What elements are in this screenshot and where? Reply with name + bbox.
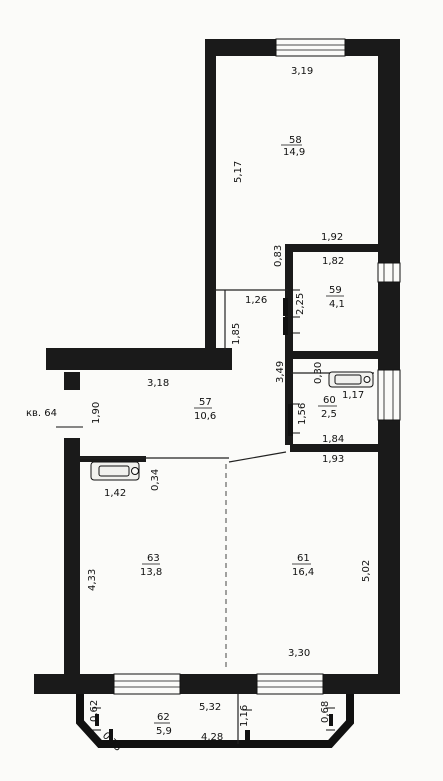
room-63-area: 13,8 — [140, 567, 162, 578]
windows — [113, 38, 401, 695]
bottom-window-left — [113, 673, 181, 695]
dimension-3-18: 3,18 — [147, 378, 169, 389]
dimension-3-49: 3,49 — [275, 361, 286, 383]
bathroom-top-wall — [290, 244, 378, 252]
dimension-3-19: 3,19 — [291, 66, 313, 77]
kitchen-faucet — [131, 467, 139, 475]
dimension-1-56: 1,56 — [297, 403, 308, 425]
dimension-1-92: 1,92 — [321, 232, 343, 243]
left-upper-horizontal-wall — [46, 348, 232, 370]
room-63-number: 63 — [147, 553, 160, 564]
inner-vertical-wall-right — [285, 244, 293, 445]
wc-bottom-wall — [290, 444, 378, 452]
dimension-1-26: 1,26 — [245, 295, 267, 306]
dimension-0-30: 0,30 — [313, 362, 324, 384]
balcony — [76, 694, 354, 748]
room-labels: 58 14,9 59 4,1 60 2,5 57 10,6 63 13,8 61… — [140, 135, 345, 737]
dimension-4-28: 4,28 — [201, 732, 223, 743]
dimension-5-02: 5,02 — [361, 560, 372, 582]
wc-sink-bowl — [334, 374, 362, 385]
apartment-label: кв. 64 — [26, 408, 57, 419]
wall-markers — [95, 298, 333, 742]
room-58-area: 14,9 — [283, 147, 305, 158]
inner-vertical-wall-left — [205, 39, 216, 352]
right-window-lower — [377, 369, 401, 421]
dimension-0-62: 0,62 — [89, 700, 100, 722]
left-upper-wall-stub — [64, 372, 80, 390]
room-59-number: 59 — [329, 285, 342, 296]
dimension-1-84: 1,84 — [322, 434, 344, 445]
bathroom-bottom-wall — [290, 351, 378, 359]
outer-walls — [34, 39, 400, 694]
dimension-ticks — [92, 289, 335, 745]
dimension-1-17: 1,17 — [342, 390, 364, 401]
dimension-1-93: 1,93 — [322, 454, 344, 465]
dimension-labels: 3,19 5,17 1,92 0,83 1,82 1,26 2,25 1,85 … — [26, 66, 372, 754]
bottom-wall-center — [180, 674, 257, 694]
door-swing-line — [228, 451, 287, 463]
right-window-upper — [377, 262, 401, 283]
room-60-area: 2,5 — [321, 409, 337, 420]
room-58-number: 58 — [289, 135, 302, 146]
dimension-1-82: 1,82 — [322, 256, 344, 267]
room-61-number: 61 — [297, 553, 310, 564]
right-wall-mid — [378, 282, 400, 370]
fixtures — [90, 371, 374, 481]
top-wall-left-segment — [212, 39, 276, 56]
dimension-0-68: 0,68 — [320, 701, 331, 723]
dimension-1-42: 1,42 — [104, 488, 126, 499]
kitchen-upper-wall — [80, 456, 146, 462]
balcony-outline — [76, 694, 354, 748]
right-wall-bottom — [378, 420, 400, 694]
bottom-window-right — [256, 673, 324, 695]
dimension-3-30: 3,30 — [288, 648, 310, 659]
room-60-number: 60 — [323, 395, 336, 406]
dimension-0-34: 0,34 — [150, 469, 161, 491]
dimension-4-33: 4,33 — [87, 569, 98, 591]
dimension-2-25: 2,25 — [295, 293, 306, 315]
dimension-1-16: 1,16 — [239, 705, 250, 727]
room-62-number: 62 — [157, 712, 170, 723]
bottom-wall-left — [80, 674, 114, 694]
left-lower-wall — [64, 438, 80, 674]
room-57-number: 57 — [199, 397, 212, 408]
dimension-1-90: 1,90 — [91, 402, 102, 424]
wc-faucet — [363, 376, 371, 383]
room-61-area: 16,4 — [292, 567, 314, 578]
right-wall-top — [378, 39, 400, 263]
room-62-area: 5,9 — [156, 726, 172, 737]
room-59-area: 4,1 — [329, 299, 345, 310]
kitchen-sink-bowl — [98, 465, 130, 477]
balcony-inner-outline — [86, 694, 344, 740]
bottom-wall-right — [323, 674, 400, 694]
left-bottom-stub — [34, 674, 80, 694]
dimension-1-85: 1,85 — [231, 323, 242, 345]
dimension-5-17: 5,17 — [233, 161, 244, 183]
dimension-5-32: 5,32 — [199, 702, 221, 713]
dimension-0-83: 0,83 — [273, 245, 284, 267]
top-window — [275, 38, 346, 57]
room-57-area: 10,6 — [194, 411, 216, 422]
